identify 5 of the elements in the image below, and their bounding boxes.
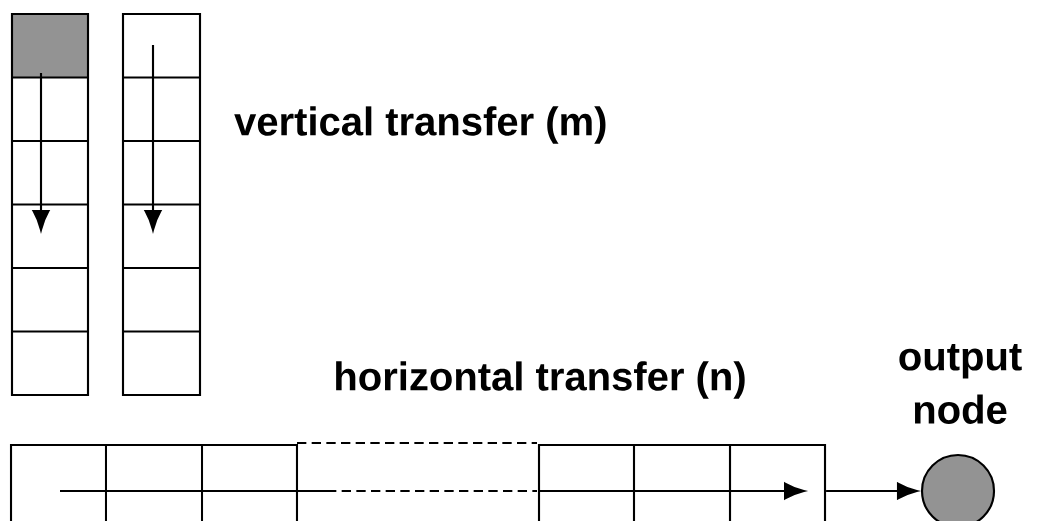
horizontal-register-drawing — [9, 441, 827, 521]
caption-text: vertical transfer (m) — [234, 106, 606, 144]
arrow — [826, 482, 918, 500]
node-label: output node — [899, 344, 1022, 424]
caption-text: horizontal transfer (n) — [336, 361, 745, 399]
